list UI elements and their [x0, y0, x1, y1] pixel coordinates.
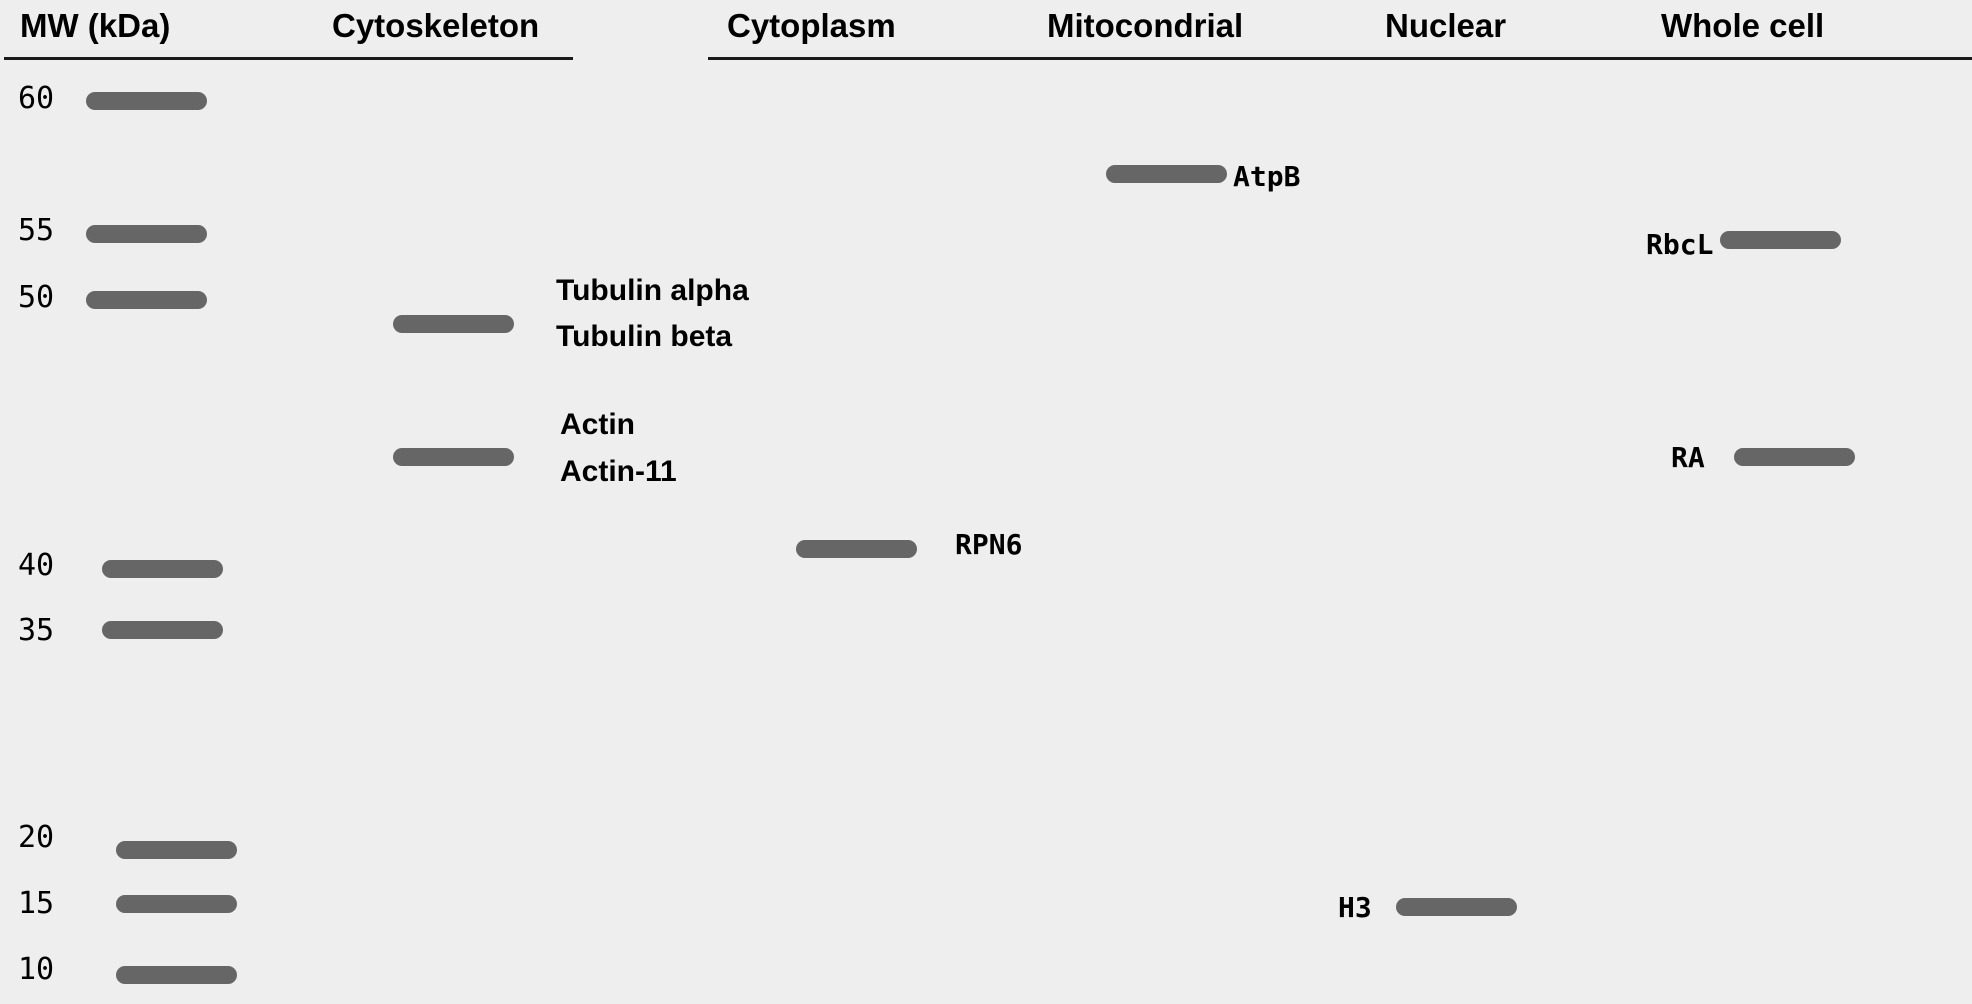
ladder-band-10 [116, 966, 237, 984]
header-rule [4, 57, 1972, 60]
ladder-tick-15: 15 [18, 886, 55, 921]
ladder-band-50 [86, 291, 207, 309]
label-rbcl: RbcL [1646, 228, 1714, 261]
band-h3 [1396, 898, 1517, 916]
band-ra [1734, 448, 1855, 466]
ladder-band-60 [86, 92, 207, 110]
ladder-tick-60: 60 [18, 81, 55, 116]
band-atpb [1106, 165, 1227, 183]
ladder-tick-40: 40 [18, 548, 55, 583]
ladder-tick-55: 55 [18, 213, 55, 248]
label-h3: H3 [1338, 891, 1372, 924]
label-rpn6: RPN6 [955, 528, 1023, 561]
ladder-band-40 [102, 560, 223, 578]
band-actin [393, 448, 514, 466]
band-tubulin [393, 315, 514, 333]
ladder-tick-50: 50 [18, 280, 55, 315]
ladder-band-15 [116, 895, 237, 913]
ladder-tick-35: 35 [18, 613, 55, 648]
header-cytoplasm: Cytoplasm [727, 7, 896, 44]
ladder-band-20 [116, 841, 237, 859]
header-nuclear: Nuclear [1385, 7, 1507, 44]
label-tubulin-alpha: Tubulin alpha [556, 274, 749, 307]
header-cytoskeleton: Cytoskeleton [332, 7, 540, 44]
label-tubulin-beta: Tubulin beta [556, 320, 733, 353]
ladder-tick-20: 20 [18, 820, 55, 855]
label-actin: Actin [560, 408, 635, 441]
header-whole-cell: Whole cell [1661, 7, 1825, 44]
ladder-tick-10: 10 [18, 952, 55, 987]
band-rbcl [1720, 231, 1841, 249]
ladder-band-55 [86, 225, 207, 243]
header-mitocondrial: Mitocondrial [1047, 7, 1244, 44]
header-rule-gap [573, 57, 708, 60]
band-rpn6 [796, 540, 917, 558]
label-atpb: AtpB [1233, 160, 1301, 193]
ladder-band-35 [102, 621, 223, 639]
label-ra: RA [1671, 441, 1705, 474]
header-mw: MW (kDa) [20, 7, 171, 44]
label-actin-11: Actin-11 [560, 455, 677, 488]
